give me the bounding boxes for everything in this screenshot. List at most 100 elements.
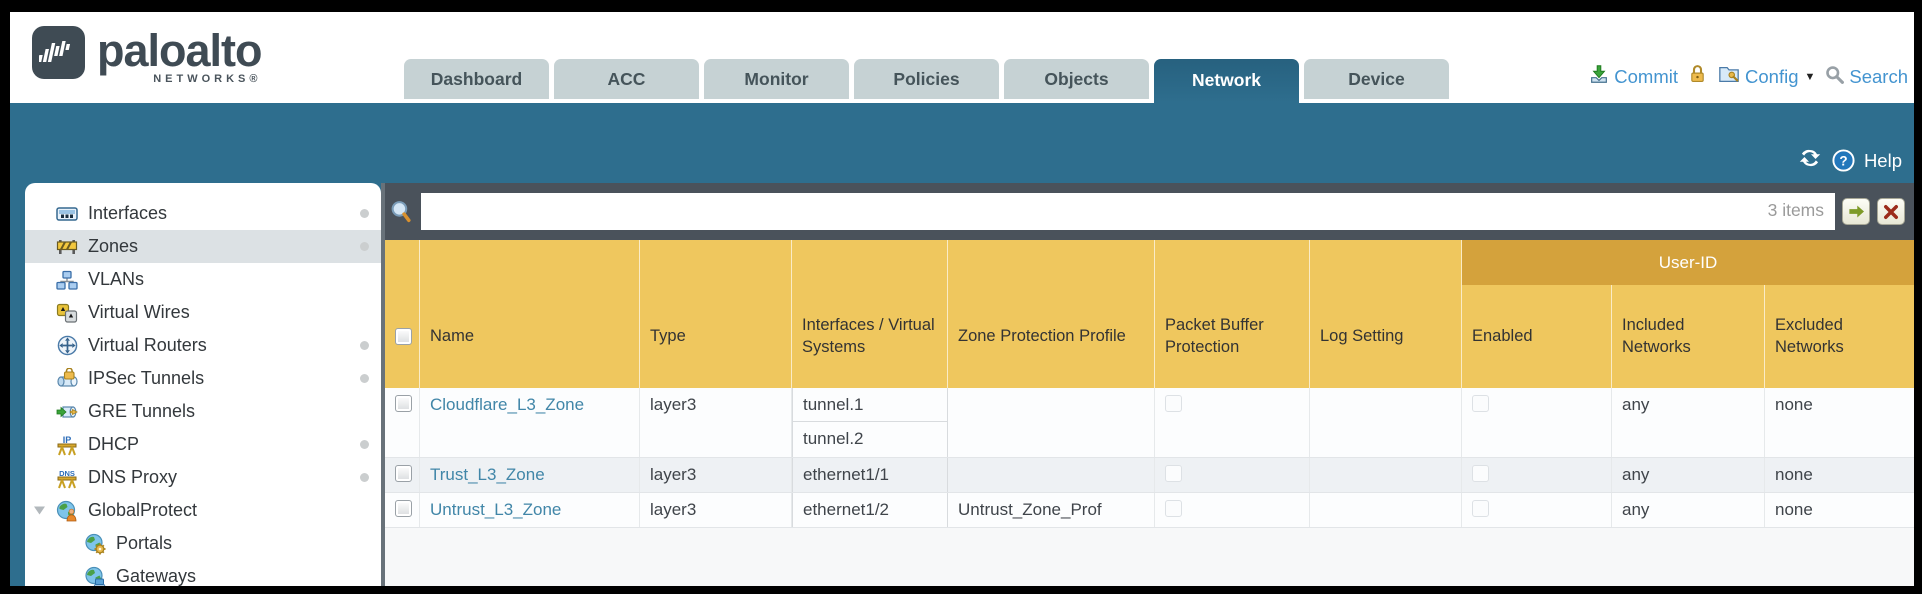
ipsec-tunnels-icon	[55, 368, 79, 390]
tab-monitor[interactable]: Monitor	[704, 59, 849, 99]
filter-input-wrap: 3 items	[421, 193, 1835, 230]
vlans-icon	[55, 269, 79, 291]
svg-text:IP: IP	[63, 435, 72, 445]
column-header-name[interactable]: Name	[420, 240, 640, 388]
sidebar-item-label: Gateways	[116, 566, 197, 586]
column-header-interfaces[interactable]: Interfaces / Virtual Systems	[792, 240, 948, 388]
filter-toolbar: 3 items	[385, 183, 1914, 240]
row-checkbox[interactable]	[395, 500, 412, 517]
sidebar-item-label: Zones	[88, 236, 139, 256]
included-networks-cell: any	[1612, 493, 1765, 527]
commit-icon	[1588, 63, 1610, 90]
collapse-triangle-icon[interactable]	[33, 500, 47, 521]
tab-network[interactable]: Network	[1154, 59, 1299, 103]
global-search-button[interactable]: Search	[1824, 64, 1908, 90]
sidebar-item-gateways[interactable]: Gateways	[25, 560, 381, 586]
column-header-packet-buffer-protection[interactable]: Packet Buffer Protection	[1155, 240, 1310, 388]
log-setting-cell	[1310, 493, 1462, 527]
sidebar-item-ipsec-tunnels[interactable]: IPSec Tunnels	[25, 362, 381, 395]
dhcp-icon: IP	[55, 434, 79, 456]
sidebar-item-label: Interfaces	[88, 203, 168, 223]
column-header-enabled[interactable]: Enabled	[1462, 240, 1612, 388]
included-networks-cell: any	[1612, 458, 1765, 492]
user-id-group-header: User-ID	[1462, 240, 1914, 285]
sidebar-item-vlans[interactable]: VLANs	[25, 263, 381, 296]
virtual-routers-icon	[55, 335, 79, 357]
interface-entry: tunnel.2	[803, 429, 864, 448]
zone-name-link[interactable]: Cloudflare_L3_Zone	[430, 395, 585, 414]
column-header-type[interactable]: Type	[640, 240, 792, 388]
interfaces-icon	[55, 203, 79, 225]
tab-policies[interactable]: Policies	[854, 59, 999, 99]
app-window: paloalto NETWORKS® Dashboard ACC Monitor…	[10, 12, 1914, 586]
zones-icon	[55, 236, 79, 258]
zones-table-header: Name Type Interfaces / Virtual Systems Z…	[385, 240, 1914, 388]
zone-name-link[interactable]: Untrust_L3_Zone	[430, 500, 562, 519]
log-setting-cell	[1310, 458, 1462, 492]
apply-filter-button[interactable]	[1842, 198, 1870, 225]
row-checkbox[interactable]	[395, 465, 412, 482]
tab-dashboard[interactable]: Dashboard	[404, 59, 549, 99]
row-checkbox[interactable]	[395, 395, 412, 412]
packet-buffer-checkbox[interactable]	[1165, 500, 1182, 517]
select-all-checkbox[interactable]	[395, 328, 412, 345]
column-header-excluded-networks[interactable]: Excluded Networks	[1775, 316, 1844, 356]
sidebar-item-dns-proxy[interactable]: DNS DNS Proxy	[25, 461, 381, 494]
sidebar-item-portals[interactable]: Portals	[25, 527, 381, 560]
interface-entry: ethernet1/2	[803, 500, 890, 519]
status-dot	[360, 440, 369, 449]
column-header-zone-protection-profile[interactable]: Zone Protection Profile	[948, 240, 1155, 388]
packet-buffer-checkbox[interactable]	[1165, 395, 1182, 412]
interfaces-cell: tunnel.1 tunnel.2	[792, 388, 948, 457]
sidebar-item-label: VLANs	[88, 269, 145, 289]
refresh-icon[interactable]	[1797, 146, 1823, 175]
sidebar-item-label: DNS Proxy	[88, 467, 178, 487]
sidebar-item-dhcp[interactable]: IP DHCP	[25, 428, 381, 461]
user-id-enabled-checkbox[interactable]	[1472, 465, 1489, 482]
brand-name: paloalto	[97, 25, 263, 76]
help-label[interactable]: Help	[1863, 149, 1902, 171]
packet-buffer-checkbox[interactable]	[1165, 465, 1182, 482]
filter-search-icon	[389, 199, 414, 225]
sidebar-item-virtual-routers[interactable]: Virtual Routers	[25, 329, 381, 362]
select-all-cell	[385, 240, 420, 388]
sidebar-item-globalprotect[interactable]: GlobalProtect	[25, 494, 381, 527]
help-icon[interactable]: ?	[1831, 148, 1856, 173]
header-actions: Commit Config ▼	[1588, 63, 1908, 90]
zone-type-cell: layer3	[640, 388, 792, 457]
clear-filter-button[interactable]	[1877, 198, 1905, 225]
sidebar-item-virtual-wires[interactable]: Virtual Wires	[25, 296, 381, 329]
user-id-enabled-checkbox[interactable]	[1472, 500, 1489, 517]
commit-button[interactable]: Commit	[1588, 63, 1678, 90]
interfaces-cell: ethernet1/1	[792, 458, 948, 492]
filter-input[interactable]	[421, 193, 1835, 230]
tab-objects[interactable]: Objects	[1004, 59, 1149, 99]
tab-device[interactable]: Device	[1304, 59, 1449, 99]
dns-proxy-icon: DNS	[55, 467, 79, 489]
sidebar-splitter[interactable]	[381, 183, 385, 586]
lock-icon[interactable]	[1687, 63, 1708, 90]
sidebar-item-label: IPSec Tunnels	[88, 368, 205, 388]
gateways-icon	[83, 566, 107, 586]
user-id-enabled-checkbox[interactable]	[1472, 395, 1489, 412]
content-area: Interfaces Zones	[10, 183, 1914, 586]
sidebar-item-label: Virtual Routers	[88, 335, 207, 355]
log-setting-cell	[1310, 388, 1462, 457]
tab-acc[interactable]: ACC	[554, 59, 699, 99]
column-header-included-networks[interactable]: Included Networks	[1612, 240, 1765, 388]
table-row: Trust_L3_Zone layer3 ethernet1/1 any non…	[385, 458, 1914, 493]
sidebar-item-zones[interactable]: Zones	[25, 230, 381, 263]
column-header-log-setting[interactable]: Log Setting	[1310, 240, 1462, 388]
search-icon	[1824, 64, 1845, 90]
virtual-wires-icon	[55, 302, 79, 324]
sidebar-item-gre-tunnels[interactable]: GRE Tunnels	[25, 395, 381, 428]
status-dot	[360, 242, 369, 251]
zone-name-link[interactable]: Trust_L3_Zone	[430, 465, 545, 484]
status-dot	[360, 473, 369, 482]
sidebar-item-label: Virtual Wires	[88, 302, 190, 322]
zone-type-cell: layer3	[640, 493, 792, 527]
interface-entry: ethernet1/1	[803, 465, 890, 484]
interfaces-cell: ethernet1/2	[792, 493, 948, 527]
sidebar-item-interfaces[interactable]: Interfaces	[25, 197, 381, 230]
config-dropdown[interactable]: Config ▼	[1717, 63, 1815, 90]
